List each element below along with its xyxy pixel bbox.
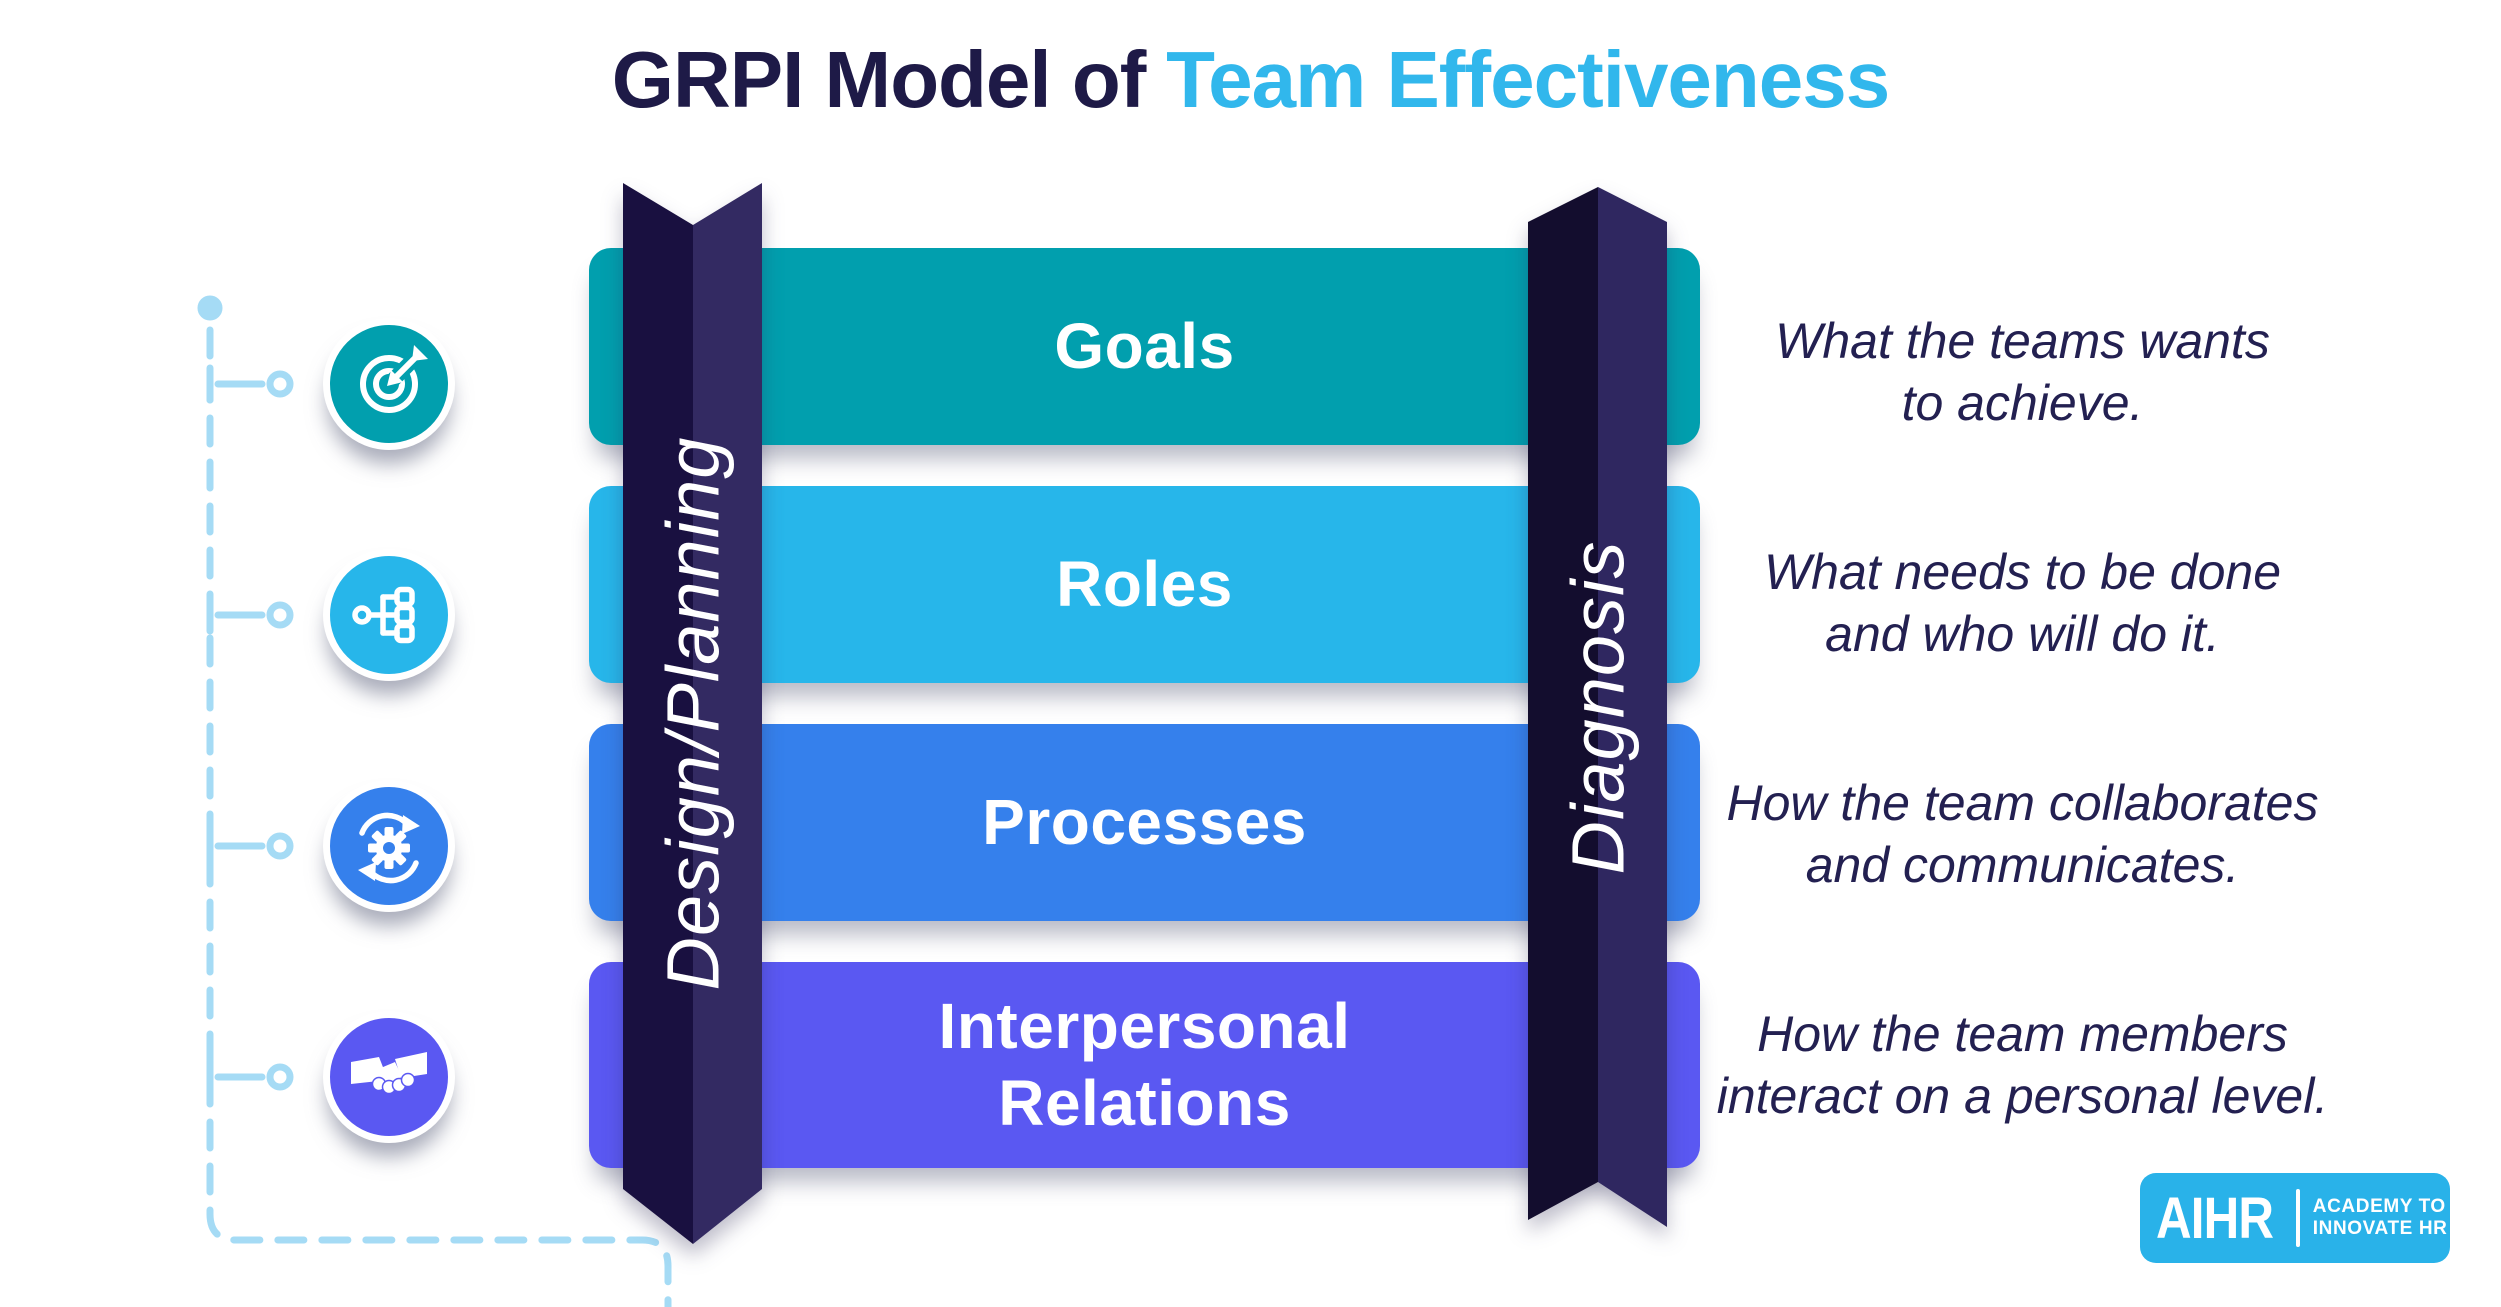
bar-goals: Goals xyxy=(589,248,1700,445)
bar-goals-label: Goals xyxy=(1054,310,1235,383)
rail-branch-interpersonal xyxy=(206,1057,294,1097)
target-arrow-icon xyxy=(360,345,428,413)
title-prefix: GRPI Model of xyxy=(611,35,1147,124)
logo-divider xyxy=(2295,1189,2300,1247)
handshake-icon xyxy=(351,1052,427,1095)
rail-branch-processes xyxy=(206,826,294,866)
bar-interpersonal-label: Interpersonal Relations xyxy=(938,990,1351,1139)
bar-processes-label: Processes xyxy=(982,786,1307,859)
process-cycle-icon xyxy=(358,812,420,884)
ribbon-diagnosis: Diagnosis xyxy=(1528,187,1667,1227)
interpersonal-badge xyxy=(323,1011,455,1143)
rail-start-dot xyxy=(197,295,223,321)
ribbon-right-label: Diagnosis xyxy=(1556,540,1640,874)
description-goals: What the teams wants to achieve. xyxy=(1775,312,2270,432)
description-processes: How the team collaborates and communicat… xyxy=(1726,774,2319,894)
roles-badge xyxy=(323,549,455,681)
rail-branch-roles xyxy=(206,595,294,635)
goals-badge xyxy=(323,318,455,450)
description-interpersonal: How the team members interact on a perso… xyxy=(1716,1005,2329,1125)
ribbon-left-shape xyxy=(623,183,762,1244)
bar-interpersonal-relations: Interpersonal Relations xyxy=(589,962,1700,1168)
bar-roles-label: Roles xyxy=(1056,548,1233,621)
title-highlight: Team Effectiveness xyxy=(1166,35,1890,124)
processes-badge xyxy=(323,780,455,912)
ribbon-left-label: Design/Planning xyxy=(651,436,735,991)
logo-tagline: ACADEMY TO INNOVATE HR xyxy=(2312,1195,2448,1239)
ribbon-design-planning: Design/Planning xyxy=(623,183,762,1244)
ribbon-right-shape xyxy=(1528,187,1667,1227)
rail-path xyxy=(206,326,672,1307)
bar-processes: Processes xyxy=(589,724,1700,921)
aihr-logo: AIHR ACADEMY TO INNOVATE HR xyxy=(2140,1173,2450,1263)
bar-roles: Roles xyxy=(589,486,1700,683)
org-hierarchy-icon xyxy=(352,586,415,644)
logo-brand: AIHR xyxy=(2156,1185,2274,1251)
description-roles: What needs to be done and who will do it… xyxy=(1763,543,2282,663)
rail-branch-goals xyxy=(206,364,294,404)
